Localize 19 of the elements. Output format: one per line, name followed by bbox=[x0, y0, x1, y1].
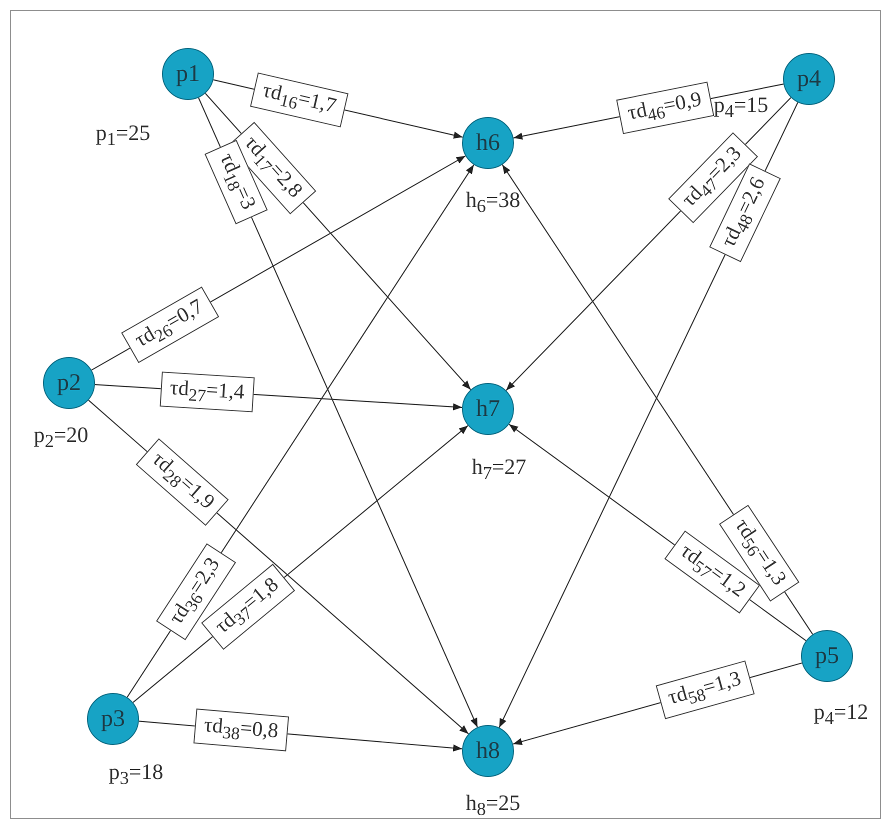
node-value: h$_{6}$=38 bbox=[466, 186, 520, 218]
node-circle: h7 bbox=[462, 383, 514, 435]
node-value: p$_{2}$=20 bbox=[34, 422, 88, 452]
node-circle: p2 bbox=[43, 357, 95, 409]
node-circle: h8 bbox=[462, 725, 514, 777]
node-value: p$_{4}$=12 bbox=[814, 698, 868, 730]
node-circle: h6 bbox=[462, 117, 514, 169]
node-circle: p1 bbox=[162, 48, 214, 100]
node-circle: p3 bbox=[87, 693, 139, 745]
node-value: p$_{4}$=15 bbox=[714, 92, 768, 122]
edge-label: τd$_{27}$=1,4 bbox=[160, 371, 255, 412]
node-value: p$_{1}$=25 bbox=[96, 120, 150, 150]
node-circle: p4 bbox=[783, 53, 835, 105]
edge-label: τd$_{38}$=0,8 bbox=[192, 708, 288, 752]
node-circle: p5 bbox=[801, 630, 853, 682]
node-value: h$_{7}$=27 bbox=[472, 454, 526, 484]
arrow bbox=[198, 98, 478, 728]
node-value: p$_{3}$=18 bbox=[108, 758, 164, 790]
node-value: h$_{8}$=25 bbox=[466, 790, 520, 820]
